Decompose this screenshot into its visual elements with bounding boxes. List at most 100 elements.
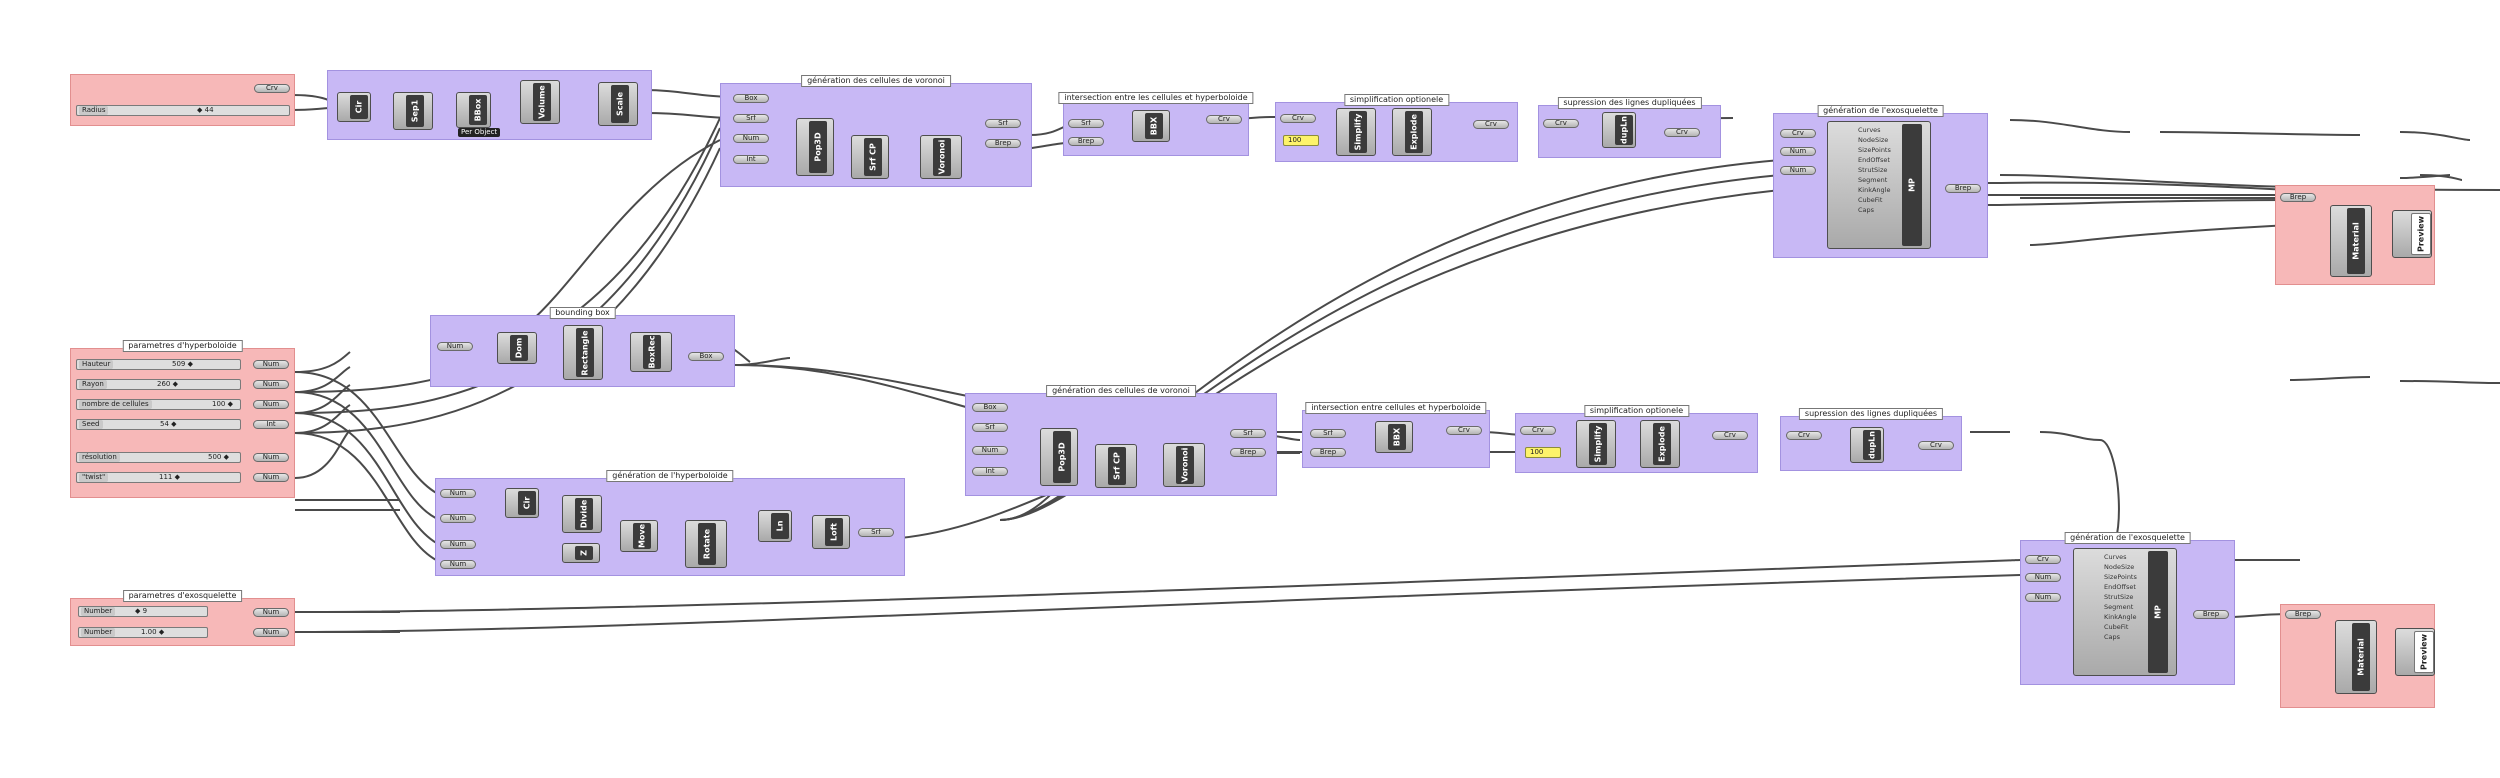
brep-out-exo-top[interactable]: Brep: [1945, 184, 1981, 193]
ln-component[interactable]: Ln: [758, 510, 792, 542]
crv-in-exo-mid[interactable]: Crv: [2025, 555, 2061, 564]
num-in-exo-mid-2[interactable]: Num: [2025, 593, 2061, 602]
crv-out-dup-top[interactable]: Crv: [1664, 128, 1700, 137]
num-out-cellules[interactable]: Num: [253, 400, 289, 409]
num-out-number1[interactable]: Num: [253, 608, 289, 617]
cir-component[interactable]: Cir: [337, 92, 371, 122]
number1-slider[interactable]: Number ◆ 9: [78, 606, 208, 617]
srf-in-intersect-top[interactable]: Srf: [1068, 119, 1104, 128]
num-in-exo-top-2[interactable]: Num: [1780, 166, 1816, 175]
volume-component[interactable]: Volume: [520, 80, 560, 124]
box-in-voronoi-mid[interactable]: Box: [972, 403, 1008, 412]
simplif-top-panel[interactable]: 100: [1283, 135, 1319, 146]
num-out-number2[interactable]: Num: [253, 628, 289, 637]
int-out-seed[interactable]: Int: [253, 420, 289, 429]
srf-out-voronoi-mid[interactable]: Srf: [1230, 429, 1266, 438]
num-in-exo-mid-1[interactable]: Num: [2025, 573, 2061, 582]
material-top-component[interactable]: Material: [2330, 205, 2372, 277]
num-out-hauteur[interactable]: Num: [253, 360, 289, 369]
preview-top-component[interactable]: Preview: [2392, 210, 2432, 258]
brep-in-material-top[interactable]: Brep: [2280, 193, 2316, 202]
brep-out-exo-mid[interactable]: Brep: [2193, 610, 2229, 619]
pop3d-mid-component[interactable]: Pop3D: [1040, 428, 1078, 486]
num-out-rayon[interactable]: Num: [253, 380, 289, 389]
srfcp-mid-component[interactable]: Srf CP: [1095, 444, 1137, 488]
scale-component[interactable]: Scale: [598, 82, 638, 126]
num-in-hyper-2[interactable]: Num: [440, 514, 476, 523]
voronoi-top-component[interactable]: Voronoi: [920, 135, 962, 179]
srf-out-hyper[interactable]: Srf: [858, 528, 894, 537]
crv-in-dup-mid[interactable]: Crv: [1786, 431, 1822, 440]
brep-in-material-mid[interactable]: Brep: [2285, 610, 2321, 619]
brep-out-top[interactable]: Brep: [985, 139, 1021, 148]
simplif-mid-panel[interactable]: 100: [1525, 447, 1561, 458]
simplify-mid-component[interactable]: Simplify: [1576, 420, 1616, 468]
resolution-value: 500 ◆: [208, 453, 229, 461]
bbox-component[interactable]: BBox: [456, 92, 491, 128]
crv-out-intersect-top[interactable]: Crv: [1206, 115, 1242, 124]
crv-out-intersect-mid[interactable]: Crv: [1446, 426, 1482, 435]
brep-in-intersect-top[interactable]: Brep: [1068, 137, 1104, 146]
srf-in-voronoi-mid[interactable]: Srf: [972, 423, 1008, 432]
bbx-top-component[interactable]: BBX: [1132, 110, 1170, 142]
move-component[interactable]: Move: [620, 520, 658, 552]
dom-component[interactable]: Dom: [497, 332, 537, 364]
crv-in-simplif-mid[interactable]: Crv: [1520, 426, 1556, 435]
number2-slider[interactable]: Number 1.00 ◆: [78, 627, 208, 638]
cellules-slider[interactable]: nombre de cellules 100 ◆: [76, 399, 241, 410]
rotate-component[interactable]: Rotate: [685, 520, 727, 568]
num-out-resolution[interactable]: Num: [253, 453, 289, 462]
preview-mid-component[interactable]: Preview: [2395, 628, 2435, 676]
explode-mid-component[interactable]: Explode: [1640, 420, 1680, 468]
num-in-hyper-1[interactable]: Num: [440, 489, 476, 498]
twist-slider[interactable]: "twist" 111 ◆: [76, 472, 241, 483]
cir-hyper-component[interactable]: Cir: [505, 488, 539, 518]
crv-out-dup-mid[interactable]: Crv: [1918, 441, 1954, 450]
voronoi-mid-component[interactable]: Voronoi: [1163, 443, 1205, 487]
num-in-hyper-4[interactable]: Num: [440, 560, 476, 569]
hauteur-slider[interactable]: Hauteur 509 ◆: [76, 359, 241, 370]
rectangle-component[interactable]: Rectangle: [563, 325, 603, 380]
pop3d-top-component[interactable]: Pop3D: [796, 118, 834, 176]
bbx-mid-component[interactable]: BBX: [1375, 421, 1413, 453]
int-param-top[interactable]: Int: [733, 155, 769, 164]
brep-out-voronoi-mid[interactable]: Brep: [1230, 448, 1266, 457]
srf-out-top[interactable]: Srf: [985, 119, 1021, 128]
dupln-mid-component[interactable]: dupLn: [1850, 427, 1884, 463]
brep-in-intersect-mid[interactable]: Brep: [1310, 448, 1346, 457]
crv-out-simplif-top[interactable]: Crv: [1473, 120, 1509, 129]
srf-param-top[interactable]: Srf: [733, 114, 769, 123]
int-in-voronoi-mid[interactable]: Int: [972, 467, 1008, 476]
crv-out-simplif-mid[interactable]: Crv: [1712, 431, 1748, 440]
sep1-component[interactable]: Sep1: [393, 92, 433, 130]
crv-param-pill[interactable]: Crv: [254, 84, 290, 93]
hyper-gen-title: génération de l'hyperboloide: [606, 470, 734, 482]
resolution-slider[interactable]: résolution 500 ◆: [76, 452, 241, 463]
crv-in-exo-top[interactable]: Crv: [1780, 129, 1816, 138]
simplify-top-component[interactable]: Simplify: [1336, 108, 1376, 156]
num-in-voronoi-mid[interactable]: Num: [972, 446, 1008, 455]
boxrec-component[interactable]: BoxRec: [630, 332, 672, 372]
radius-slider[interactable]: Radius ◆ 44: [76, 105, 290, 116]
explode-top-component[interactable]: Explode: [1392, 108, 1432, 156]
box-param-top[interactable]: Box: [733, 94, 769, 103]
z-component[interactable]: Z: [562, 543, 600, 563]
dupln-top-component[interactable]: dupLn: [1602, 112, 1636, 148]
crv-in-dup-top[interactable]: Crv: [1543, 119, 1579, 128]
rayon-slider[interactable]: Rayon 260 ◆: [76, 379, 241, 390]
num-in-exo-top-1[interactable]: Num: [1780, 147, 1816, 156]
srf-in-intersect-mid[interactable]: Srf: [1310, 429, 1346, 438]
box-out-bbox[interactable]: Box: [688, 352, 724, 361]
loft-component[interactable]: Loft: [812, 515, 850, 549]
seed-slider[interactable]: Seed 54 ◆: [76, 419, 241, 430]
num-param-top[interactable]: Num: [733, 134, 769, 143]
srfcp-top-component[interactable]: Srf CP: [851, 135, 889, 179]
crv-in-simplif-top[interactable]: Crv: [1280, 114, 1316, 123]
num-out-twist[interactable]: Num: [253, 473, 289, 482]
num-in-bbox[interactable]: Num: [437, 342, 473, 351]
material-mid-component[interactable]: Material: [2335, 620, 2377, 694]
num-in-hyper-3[interactable]: Num: [440, 540, 476, 549]
divide-component[interactable]: Divide: [562, 495, 602, 533]
